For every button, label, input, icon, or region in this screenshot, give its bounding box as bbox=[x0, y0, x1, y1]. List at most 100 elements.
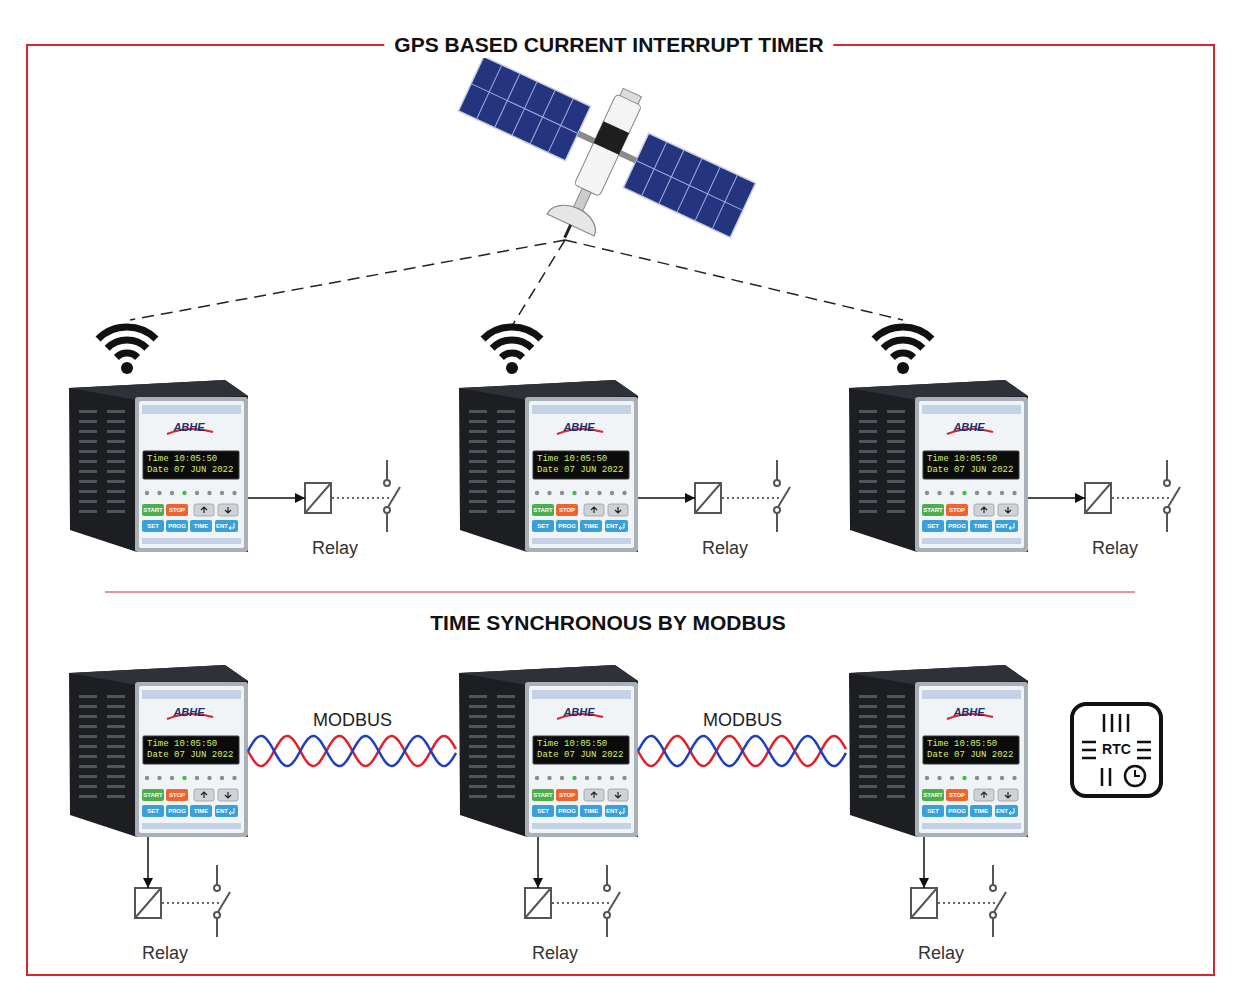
brand-logo: ABHE bbox=[164, 705, 214, 719]
timer-device-illustration bbox=[459, 380, 638, 552]
signal-arrow bbox=[1028, 498, 1085, 499]
button-label: TIME bbox=[580, 520, 602, 532]
section-divider bbox=[105, 592, 1135, 593]
relay-illustration bbox=[135, 865, 230, 937]
panel-grid bbox=[623, 133, 755, 237]
button-label: ENT bbox=[605, 520, 619, 532]
button-label: START bbox=[142, 789, 164, 801]
connector-line bbox=[537, 837, 539, 888]
rtc-chip: RTC bbox=[1070, 702, 1163, 798]
connector-line bbox=[1028, 497, 1085, 499]
timer-device-illustration bbox=[69, 380, 248, 552]
relay-label: Relay bbox=[1080, 537, 1150, 559]
relay-illustration bbox=[1085, 460, 1180, 532]
modbus-link bbox=[248, 736, 456, 766]
button-label: PROG bbox=[946, 805, 968, 817]
link-label: MODBUS bbox=[703, 709, 782, 731]
button-label: PROG bbox=[166, 520, 188, 532]
timer-device: ABHETime 10:05:50Date 07 JUN 2022STARTST… bbox=[67, 665, 248, 837]
button-label: STOP bbox=[946, 789, 968, 801]
button-label: SET bbox=[142, 805, 164, 817]
display-date: Date 07 JUN 2022 bbox=[147, 465, 237, 476]
signal-line bbox=[565, 240, 903, 320]
wire-blue bbox=[638, 736, 846, 766]
connector-line bbox=[147, 837, 149, 888]
timer-device-illustration bbox=[849, 380, 1028, 552]
button-label: START bbox=[922, 504, 944, 516]
timer-device: ABHETime 10:05:50Date 07 JUN 2022STARTST… bbox=[847, 380, 1028, 552]
relay-symbol: Relay bbox=[911, 888, 971, 964]
wire-red bbox=[638, 736, 846, 766]
relay-label: Relay bbox=[300, 537, 370, 559]
brand-logo: ABHE bbox=[164, 420, 214, 434]
display-time: Time 10:05:50 bbox=[147, 454, 237, 465]
relay-symbol: Relay bbox=[135, 888, 195, 964]
signal-line bbox=[130, 240, 565, 320]
relay-label: Relay bbox=[520, 942, 590, 964]
display-date: Date 07 JUN 2022 bbox=[927, 750, 1017, 761]
relay-label: Relay bbox=[130, 942, 200, 964]
signal-arrow bbox=[148, 837, 149, 888]
relay-symbol: Relay bbox=[695, 483, 755, 559]
wifi-icon bbox=[874, 327, 932, 374]
diagram-title: GPS BASED CURRENT INTERRUPT TIMER bbox=[384, 32, 833, 58]
modbus-link bbox=[638, 736, 846, 766]
display-time: Time 10:05:50 bbox=[537, 739, 627, 750]
relay-illustration bbox=[695, 460, 790, 532]
timer-device: ABHETime 10:05:50Date 07 JUN 2022STARTST… bbox=[457, 380, 638, 552]
satellite-dish bbox=[547, 198, 602, 236]
rtc-illustration bbox=[1072, 704, 1161, 796]
button-label: START bbox=[922, 789, 944, 801]
timer-device: ABHETime 10:05:50Date 07 JUN 2022STARTST… bbox=[457, 665, 638, 837]
button-label: STOP bbox=[166, 789, 188, 801]
button-label: STOP bbox=[556, 789, 578, 801]
button-label: ENT bbox=[995, 805, 1009, 817]
button-label: SET bbox=[142, 520, 164, 532]
relay-illustration bbox=[911, 865, 1006, 937]
timer-device-illustration bbox=[459, 665, 638, 837]
display-date: Date 07 JUN 2022 bbox=[927, 465, 1017, 476]
body-band bbox=[593, 121, 629, 155]
brand-logo: ABHE bbox=[944, 705, 994, 719]
signal-arrow bbox=[924, 837, 925, 888]
relay-illustration bbox=[305, 460, 400, 532]
connector-line bbox=[923, 837, 925, 888]
button-label: START bbox=[532, 504, 554, 516]
button-label: SET bbox=[532, 805, 554, 817]
button-label: TIME bbox=[190, 520, 212, 532]
button-label: TIME bbox=[970, 520, 992, 532]
relay-symbol: Relay bbox=[525, 888, 585, 964]
button-label: ENT bbox=[215, 805, 229, 817]
button-label: SET bbox=[922, 520, 944, 532]
relay-symbol: Relay bbox=[1085, 483, 1145, 559]
display-date: Date 07 JUN 2022 bbox=[537, 750, 627, 761]
timer-device: ABHETime 10:05:50Date 07 JUN 2022STARTST… bbox=[847, 665, 1028, 837]
button-label: TIME bbox=[970, 805, 992, 817]
solar-panel bbox=[458, 56, 590, 160]
button-label: TIME bbox=[580, 805, 602, 817]
gps-signal-lines bbox=[130, 240, 903, 326]
display-time: Time 10:05:50 bbox=[147, 739, 237, 750]
button-label: PROG bbox=[946, 520, 968, 532]
button-label: STOP bbox=[556, 504, 578, 516]
connector-line bbox=[248, 497, 305, 499]
wire-blue bbox=[248, 736, 456, 766]
button-label: START bbox=[142, 504, 164, 516]
button-label: PROG bbox=[166, 805, 188, 817]
wifi-icon bbox=[483, 327, 541, 374]
signal-arrow bbox=[248, 498, 305, 499]
signal-arrow bbox=[638, 498, 695, 499]
wire-red bbox=[248, 736, 456, 766]
solar-panel bbox=[623, 133, 755, 237]
timer-device-illustration bbox=[849, 665, 1028, 837]
button-label: PROG bbox=[556, 520, 578, 532]
button-label: SET bbox=[922, 805, 944, 817]
signal-line bbox=[512, 240, 565, 326]
link-label: MODBUS bbox=[313, 709, 392, 731]
rtc-label: RTC bbox=[1090, 740, 1143, 758]
section-heading: TIME SYNCHRONOUS BY MODBUS bbox=[430, 611, 785, 635]
button-label: ENT bbox=[605, 805, 619, 817]
button-label: ENT bbox=[995, 520, 1009, 532]
button-label: STOP bbox=[166, 504, 188, 516]
